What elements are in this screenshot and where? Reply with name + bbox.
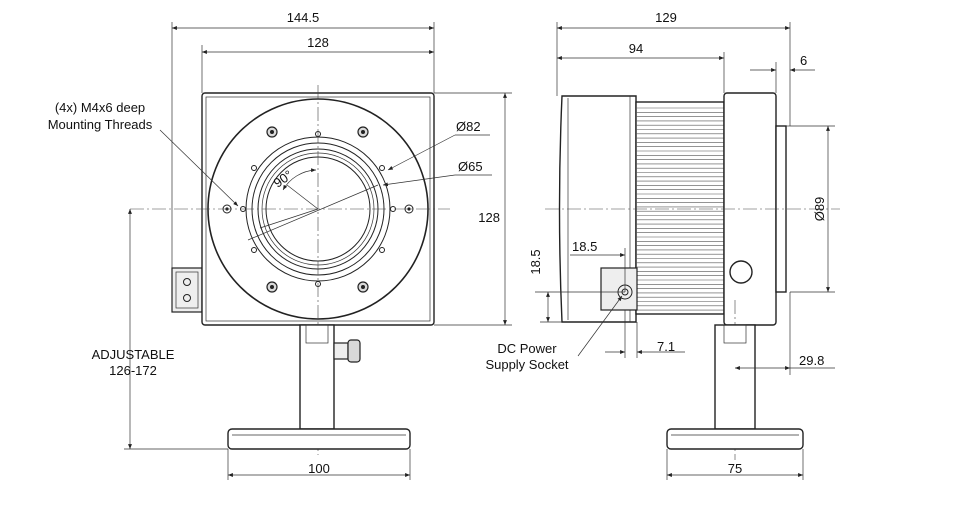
dim-front-height: 128 — [478, 210, 500, 225]
dim-side-body-length: 94 — [629, 41, 643, 56]
dim-socket-offset: 7.1 — [657, 339, 675, 354]
front-stand — [227, 324, 411, 450]
dim-front-body-width: 128 — [307, 35, 329, 50]
front-side-bracket — [171, 267, 203, 313]
front-mount-bolts — [222, 126, 414, 293]
callout-dc-line2: Supply Socket — [485, 357, 568, 372]
side-stand — [666, 324, 804, 450]
callout-adjustable-line1: ADJUSTABLE — [92, 347, 175, 362]
dim-post-offset: 29.8 — [799, 353, 824, 368]
dim-socket-x: 18.5 — [572, 239, 597, 254]
side-dimensions — [535, 22, 835, 480]
callout-dia-82: Ø82 — [456, 119, 481, 134]
dim-side-total-length: 129 — [655, 10, 677, 25]
side-ribbed-body — [635, 101, 725, 315]
side-cooling-ribs — [636, 107, 724, 311]
callout-dc-line1: DC Power — [497, 341, 557, 356]
dim-socket-y: 18.5 — [528, 249, 543, 274]
callout-threads-line2: Mounting Threads — [48, 117, 153, 132]
dim-side-aperture: Ø89 — [812, 197, 827, 222]
dim-front-total-width: 144.5 — [287, 10, 320, 25]
dc-power-socket — [600, 267, 638, 311]
angle-indicator — [282, 168, 319, 210]
side-view — [545, 92, 840, 460]
callout-adjustable-line2: 126-172 — [109, 363, 157, 378]
callout-dia-65: Ø65 — [458, 159, 483, 174]
dim-side-base-width: 75 — [728, 461, 742, 476]
side-knob — [729, 260, 753, 284]
callout-threads-line1: (4x) M4x6 deep — [55, 100, 145, 115]
dim-side-flange: 6 — [800, 53, 807, 68]
front-view — [130, 85, 450, 455]
front-dimensions — [124, 22, 512, 480]
dim-front-base-width: 100 — [308, 461, 330, 476]
